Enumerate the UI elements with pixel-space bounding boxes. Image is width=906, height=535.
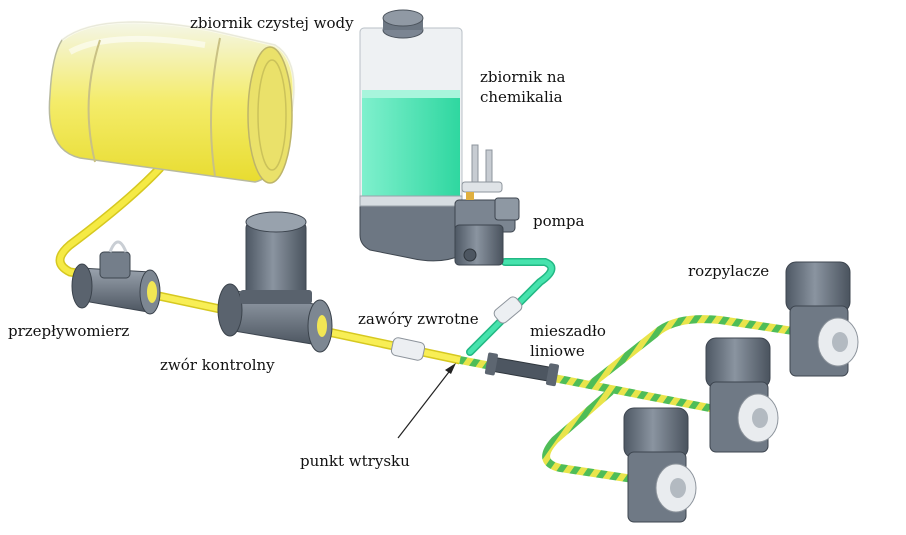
label-check-valves: zawóry zwrotne [358, 310, 479, 328]
flowmeter [71, 240, 161, 315]
clean-water-tank [48, 20, 296, 184]
sprayer-1 [785, 261, 859, 377]
sprayer-2 [705, 337, 779, 453]
injection-point-arrow [397, 363, 456, 439]
inline-mixer [484, 352, 560, 387]
label-inline-mixer-line2: liniowe [530, 342, 585, 360]
label-flowmeter: przepływomierz [8, 322, 130, 340]
label-chemical-tank-line1: zbiornik na [480, 68, 566, 86]
label-inline-mixer-line1: mieszadło [530, 322, 606, 340]
mixed-pipe-loop-lower [542, 388, 644, 484]
chemical-tank [359, 9, 463, 262]
label-pump: pompa [533, 212, 585, 230]
check-valve-water [390, 337, 426, 361]
label-control-valve: zwór kontrolny [160, 356, 275, 374]
dosing-pump [454, 144, 520, 266]
label-injection-point: punkt wtrysku [300, 452, 410, 470]
label-chemical-tank-line2: chemikalia [480, 88, 563, 106]
sprayer-3 [623, 407, 697, 523]
control-valve [217, 211, 333, 353]
mixed-pipe-loop-upper [586, 315, 804, 389]
label-clean-water-tank: zbiornik czystej wody [190, 14, 354, 32]
label-sprayers: rozpylacze [688, 262, 770, 280]
check-valve-chemical [493, 296, 523, 324]
